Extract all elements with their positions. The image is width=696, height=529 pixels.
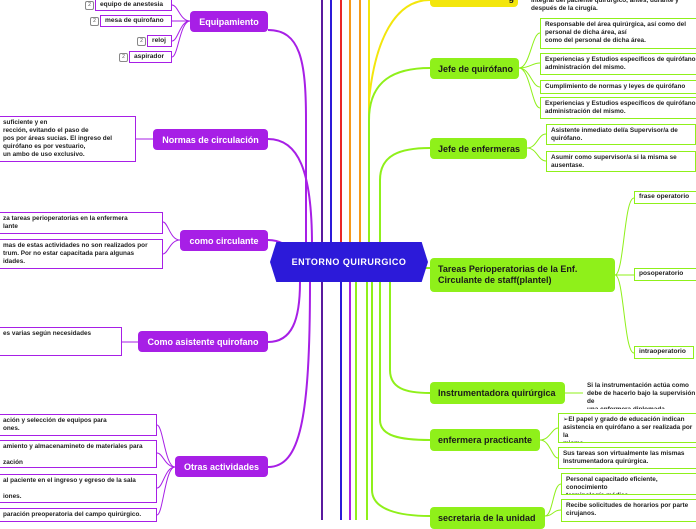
center-node[interactable]: ENTORNO QUIRURGICO — [270, 242, 428, 282]
branch-equipamiento[interactable]: Equipamiento — [190, 11, 268, 32]
note-otras-1[interactable]: ación y selección de equipos para ones. — [0, 414, 157, 436]
branch-otras-actividades[interactable]: Otras actividades — [175, 456, 268, 477]
leaf-aspirador[interactable]: aspirador — [129, 51, 172, 63]
branch-normas-circulacion[interactable]: Normas de circulación — [153, 129, 268, 150]
leaf-reloj[interactable]: reloj — [147, 35, 172, 47]
note-practicante-2[interactable]: Sus tareas son virtualmente las mismas I… — [558, 447, 696, 469]
note-jq-3[interactable]: Cumplimiento de normas y leyes de quiróf… — [540, 80, 696, 94]
branch-asistente-quirofano[interactable]: Como asistente quirofano — [138, 331, 268, 352]
leaf-frase-operatorio[interactable]: frase operatorio — [634, 191, 696, 204]
leaf-mesa-quirofano[interactable]: mesa de quirofano — [100, 15, 172, 27]
count-badge[interactable]: 2 — [119, 53, 128, 62]
count-badge[interactable]: 2 — [137, 37, 146, 46]
note-je-1[interactable]: Asistente inmediato del/a Supervisor/a d… — [546, 124, 696, 145]
leaf-posoperatorio[interactable]: posoperatorio — [634, 268, 696, 281]
count-badge[interactable]: 2 — [85, 1, 94, 10]
branch-jefe-enfermeras[interactable]: Jefe de enfermeras — [430, 138, 527, 159]
note-asistente[interactable]: es varias según necesidades — [0, 327, 122, 356]
note-jq-1[interactable]: Responsable del área quirúrgica, así com… — [540, 18, 696, 49]
note-otras-2[interactable]: amiento y almacenamineto de materiales p… — [0, 440, 157, 468]
branch-enfermera-practicante[interactable]: enfermera practicante — [430, 429, 540, 451]
branch-top-partial[interactable]: g — [430, 0, 518, 7]
note-secretaria-2[interactable]: Recibe solicitudes de horarios por parte… — [561, 499, 696, 522]
note-secretaria-1[interactable]: Personal capacitado eficiente, conocimie… — [561, 473, 696, 495]
note-practicante-1[interactable]: ➢El papel y grado de educación indican a… — [558, 413, 696, 443]
branch-secretaria[interactable]: secretaria de la unidad — [430, 507, 545, 529]
branch-tareas-perioperatorias[interactable]: Tareas Perioperatorias de la Enf. Circul… — [430, 258, 615, 292]
note-jq-2[interactable]: Experiencias y Estudios específicos de q… — [540, 53, 696, 75]
branch-como-circulante[interactable]: como circulante — [180, 230, 268, 251]
note-top[interactable]: integral del paciente quirúrgico, antes,… — [527, 0, 696, 15]
note-otras-3[interactable]: al paciente en el ingreso y egreso de la… — [0, 474, 157, 503]
count-badge[interactable]: 2 — [90, 17, 99, 26]
leaf-intraoperatorio[interactable]: intraoperatorio — [634, 346, 694, 359]
note-jq-4[interactable]: Experiencias y Estudios específicos de q… — [540, 97, 696, 119]
note-instrumentadora[interactable]: Si la instrumentación actúa como debe de… — [583, 380, 696, 409]
branch-jefe-quirofano[interactable]: Jefe de quirófano — [430, 58, 519, 79]
note-je-2[interactable]: Asumir como supervisor/a si la misma se … — [546, 151, 696, 172]
leaf-equipo-anestesia[interactable]: equipo de anestesia — [95, 0, 172, 11]
note-circulante-2[interactable]: mas de estas actividades no son realizad… — [0, 239, 163, 269]
note-circulante-1[interactable]: za tareas perioperatorias en la enfermer… — [0, 212, 163, 234]
branch-instrumentadora[interactable]: Instrumentadora quirúrgica — [430, 382, 565, 404]
note-normas[interactable]: suficiente y en rección, evitando el pas… — [0, 116, 136, 162]
